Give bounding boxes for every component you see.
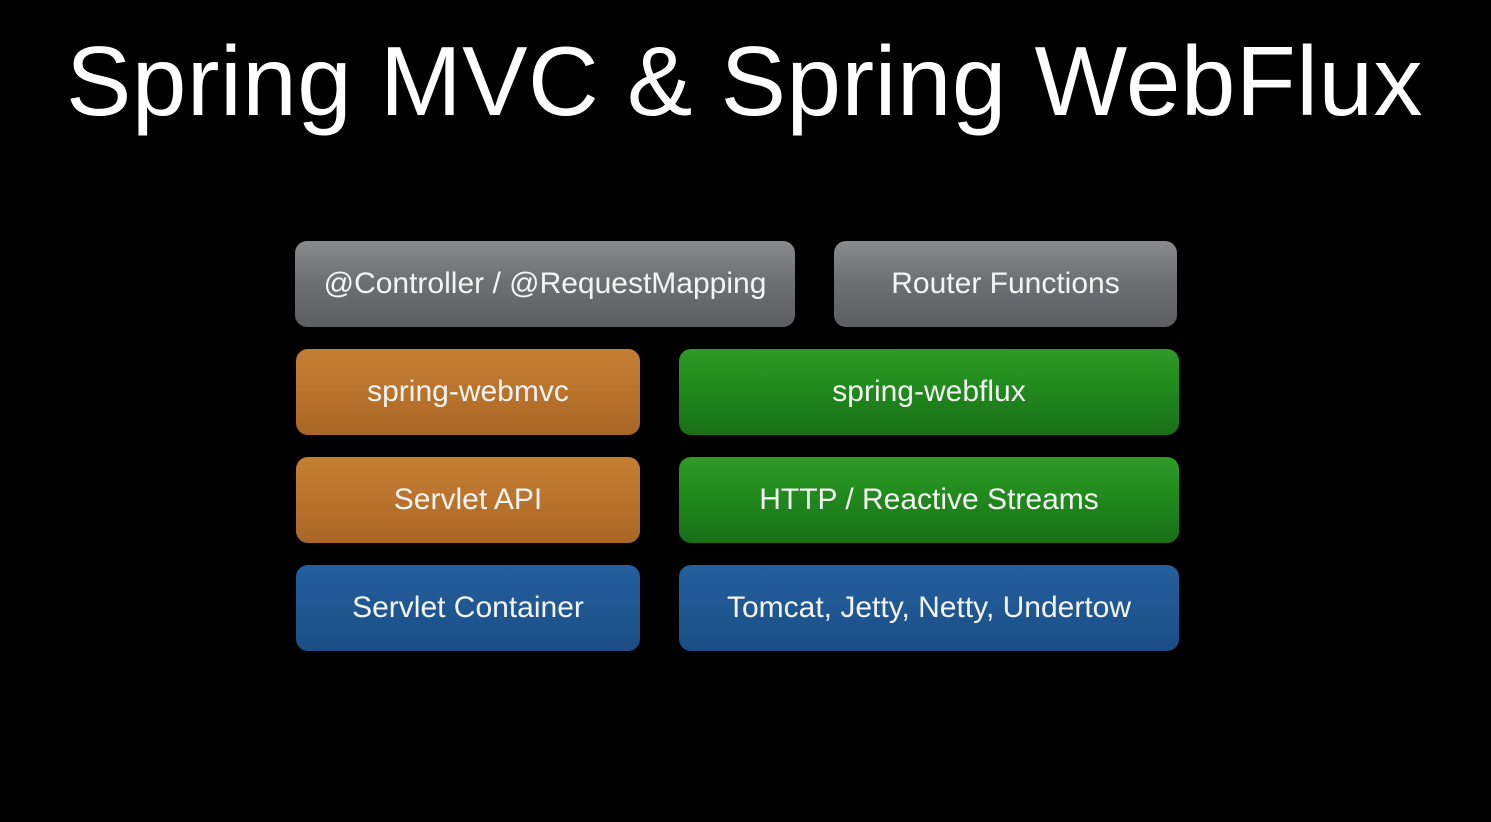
slide-title: Spring MVC & Spring WebFlux	[66, 26, 1423, 136]
servlet-container-box: Servlet Container	[296, 565, 640, 651]
router-functions-box: Router Functions	[834, 241, 1177, 327]
annotations-box: @Controller / @RequestMapping	[295, 241, 795, 327]
spring-webflux-box: spring-webflux	[679, 349, 1179, 435]
http-reactive-streams-box: HTTP / Reactive Streams	[679, 457, 1179, 543]
spring-webmvc-box: spring-webmvc	[296, 349, 640, 435]
servlet-api-box: Servlet API	[296, 457, 640, 543]
servers-box: Tomcat, Jetty, Netty, Undertow	[679, 565, 1179, 651]
